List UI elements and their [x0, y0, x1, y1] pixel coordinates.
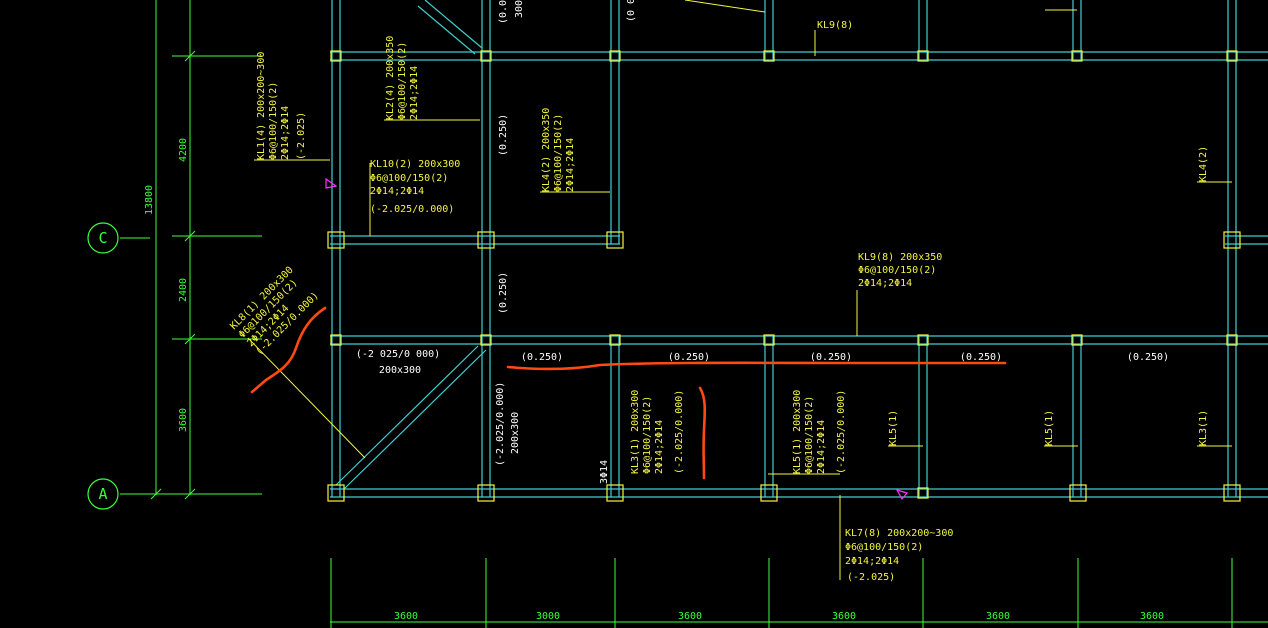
- kl9-line-1: KL9(8) 200x350: [858, 252, 942, 263]
- kl1-line-2: Φ6@100/150(2): [268, 82, 279, 160]
- bottom-dim-3: 3600: [678, 611, 702, 622]
- kl10-annotation: KL10(2) 200x300 Φ6@100/150(2) 2Φ14;2Φ14 …: [370, 159, 460, 215]
- axis-bubble-a: [87, 478, 119, 510]
- elev-0250-a: (0.250): [498, 114, 509, 156]
- marker-triangle-bottom: [895, 489, 909, 501]
- leader-lines: [247, 0, 1232, 580]
- kl2-line-3: 2Φ14;2Φ14: [409, 66, 420, 120]
- kl9-annotation: KL9(8) 200x350 Φ6@100/150(2) 2Φ14;2Φ14: [858, 252, 942, 289]
- kl9-line-3: 2Φ14;2Φ14: [858, 278, 912, 289]
- kl3-line-1: KL3(1) 200x300: [630, 390, 641, 474]
- row-elev-4: (0.250): [960, 352, 1002, 363]
- marker-triangle-left: [325, 177, 338, 189]
- bottom-dim-4: 3600: [832, 611, 856, 622]
- kl7-annotation: KL7(8) 200x200~300 Φ6@100/150(2) 2Φ14;2Φ…: [845, 528, 953, 583]
- kl4-right-label: KL4(2): [1198, 146, 1209, 182]
- kl5-annotation: KL5(1) 200x300 Φ6@100/150(2) 2Φ14;2Φ14 (…: [792, 390, 847, 474]
- row-elev-3: (0.250): [810, 352, 852, 363]
- kl1-annotation: KL1(4) 200x200~300 Φ6@100/150(2) 2Φ14;2Φ…: [256, 52, 307, 160]
- kl5-line-1: KL5(1) 200x300: [792, 390, 803, 474]
- kl5-label-b: KL5(1): [1044, 410, 1055, 446]
- row-elev-2: (0.250): [668, 352, 710, 363]
- bottom-dim-2: 3000: [536, 611, 560, 622]
- kl8-annotation: KL8(1) 200x300 Φ6@100/150(2) 2Φ14;2Φ14 (…: [228, 265, 321, 358]
- kl10-line-2: Φ6@100/150(2): [370, 173, 448, 184]
- dim-3600: 3600: [178, 408, 189, 432]
- axis-bubble-c: [87, 222, 119, 254]
- dim-total: 13800: [144, 185, 155, 215]
- kl2-line-1: KL2(4) 200x350: [385, 36, 396, 120]
- kl5-line-4: (-2.025/0.000): [836, 390, 847, 474]
- kl5-line-2: Φ6@100/150(2): [804, 396, 815, 474]
- col-elev: (-2.025/0.000): [495, 382, 506, 466]
- row-elev-1: (0.250): [521, 352, 563, 363]
- columns: [327, 50, 1241, 502]
- kl3-line-2: Φ6@100/150(2): [642, 396, 653, 474]
- kl10-line-1: KL10(2) 200x300: [370, 159, 460, 170]
- left-dimension-ticks: [150, 50, 196, 500]
- markup-stroke-vertical: [698, 386, 707, 480]
- kl4-line-3: 2Φ14;2Φ14: [565, 138, 576, 192]
- bottom-dimension-lines: [330, 558, 1268, 628]
- kl1-line-3: 2Φ14;2Φ14: [280, 106, 291, 160]
- kl5-line-3: 2Φ14;2Φ14: [816, 420, 827, 474]
- kl7-line-1: KL7(8) 200x200~300: [845, 528, 953, 539]
- slab-size: 200x300: [379, 365, 421, 376]
- bar-3phi14: 3Φ14: [599, 460, 610, 484]
- kl10-line-3: 2Φ14;2Φ14: [370, 186, 424, 197]
- axis-label-a: A: [98, 485, 107, 503]
- dim-4200: 4200: [178, 138, 189, 162]
- red-markup: [250, 306, 1007, 480]
- markup-stroke-diagonal: [250, 306, 327, 394]
- kl3-line-3: 2Φ14;2Φ14: [654, 420, 665, 474]
- kl4-annotation: KL4(2) 200x350 Φ6@100/150(2) 2Φ14;2Φ14: [541, 108, 576, 192]
- kl7-line-4: (-2.025): [847, 572, 895, 583]
- top-label-a: (0.00: [498, 0, 509, 24]
- left-dimension-lines: [120, 0, 262, 495]
- col-size: 200x300: [510, 412, 521, 454]
- kl2-annotation: KL2(4) 200x350 Φ6@100/150(2) 2Φ14;2Φ14: [385, 36, 420, 120]
- bottom-dim-6: 3600: [1140, 611, 1164, 622]
- bottom-dim-5: 3600: [986, 611, 1010, 622]
- kl1-line-1: KL1(4) 200x200~300: [256, 52, 267, 160]
- kl4-line-2: Φ6@100/150(2): [553, 114, 564, 192]
- kl7-line-2: Φ6@100/150(2): [845, 542, 923, 553]
- kl2-line-2: Φ6@100/150(2): [397, 42, 408, 120]
- kl4-line-1: KL4(2) 200x350: [541, 108, 552, 192]
- top-label-a2: 300: [514, 0, 525, 18]
- top-label-b: (0 00: [626, 0, 637, 22]
- kl3-label-b: KL3(1): [1198, 410, 1209, 446]
- kl9-line-2: Φ6@100/150(2): [858, 265, 936, 276]
- slab-elev: (-2 025/0 000): [356, 349, 440, 360]
- bottom-dim-1: 3600: [394, 611, 418, 622]
- kl3-line-4: (-2.025/0.000): [674, 390, 685, 474]
- kl10-line-4: (-2.025/0.000): [370, 204, 454, 215]
- dim-2400: 2400: [178, 278, 189, 302]
- kl3-annotation: KL3(1) 200x300 Φ6@100/150(2) 2Φ14;2Φ14 (…: [630, 390, 685, 474]
- elev-0250-b: (0.250): [498, 272, 509, 314]
- kl1-line-4: (-2.025): [296, 112, 307, 160]
- markup-stroke-horizontal: [506, 361, 1007, 371]
- row-elev-5: (0.250): [1127, 352, 1169, 363]
- kl7-line-3: 2Φ14;2Φ14: [845, 556, 899, 567]
- kl5-label-a: KL5(1): [888, 410, 899, 446]
- top-label-kl9: KL9(8): [817, 20, 853, 31]
- axis-label-c: C: [98, 229, 107, 247]
